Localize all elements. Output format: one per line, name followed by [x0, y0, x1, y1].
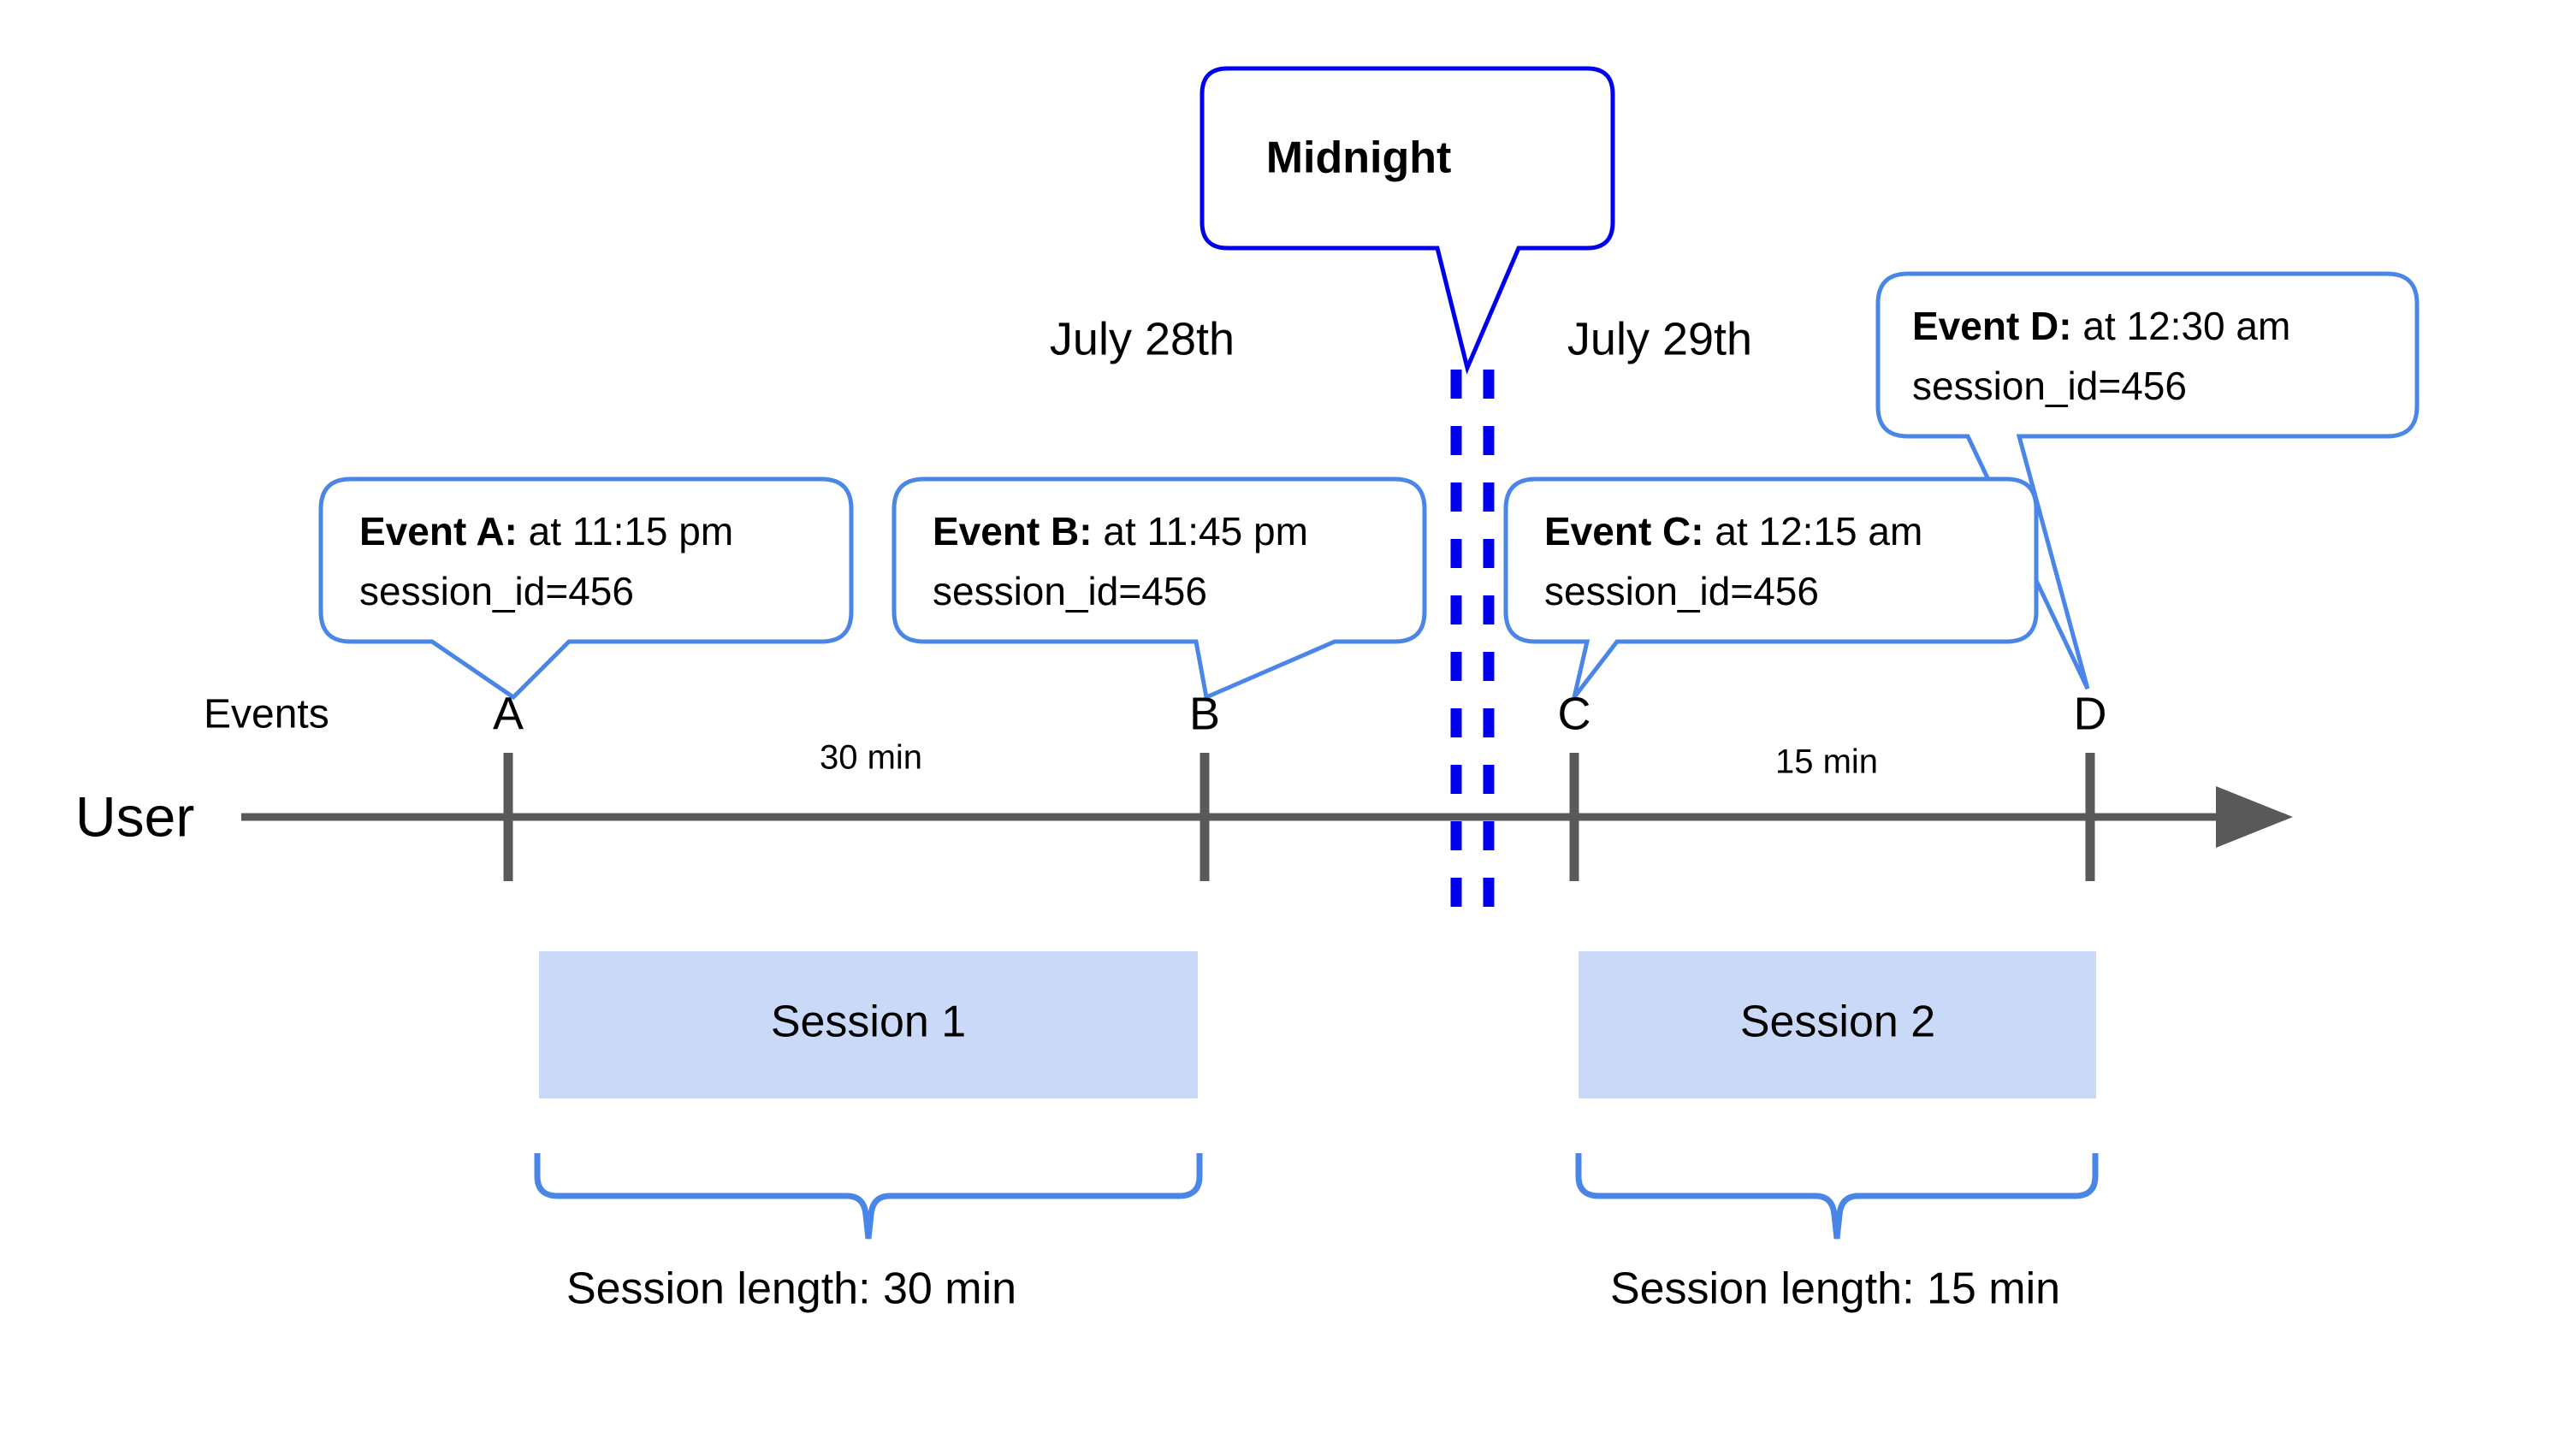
session-brace-1 — [534, 1153, 1203, 1240]
event-callout-b-shape — [891, 476, 1427, 701]
lane-label-events: Events — [204, 692, 329, 737]
event-marker-label-a: A — [493, 688, 524, 739]
event-callout-a-detail: at 11:15 pm — [518, 509, 733, 553]
event-callout-d-line2: session_id=456 — [1912, 364, 2187, 408]
session-box-2[interactable]: Session 2 — [1579, 951, 2096, 1098]
midnight-callout[interactable]: Midnight — [1199, 66, 1615, 375]
event-callout-d-line1: Event D: at 12:30 am — [1912, 304, 2290, 348]
midnight-divider — [1450, 370, 1495, 924]
session-box-1-label: Session 1 — [771, 997, 966, 1047]
midnight-callout-shape — [1199, 66, 1615, 375]
event-callout-d[interactable]: Event D: at 12:30 am session_id=456 — [1875, 271, 2420, 690]
date-label-july-29: July 29th — [1567, 313, 1752, 364]
event-callout-a-line2: session_id=456 — [359, 569, 634, 613]
event-callout-c-line2: session_id=456 — [1544, 569, 1819, 613]
midnight-callout-label: Midnight — [1266, 133, 1452, 183]
session-brace-1-path — [534, 1153, 1203, 1240]
event-callout-d-title: Event D: — [1912, 304, 2072, 348]
session-brace-2-path — [1575, 1153, 2099, 1240]
event-callout-b-title: Event B: — [933, 509, 1093, 553]
event-callout-a-title: Event A: — [359, 509, 518, 553]
session-length-label-1: Session length: 30 min — [566, 1264, 1016, 1314]
session-brace-2 — [1575, 1153, 2099, 1240]
event-callout-d-shape — [1875, 271, 2420, 690]
date-label-july-28: July 28th — [1050, 313, 1235, 364]
event-callout-b-line2: session_id=456 — [933, 569, 1207, 613]
duration-label-c-d: 15 min — [1775, 743, 1878, 781]
event-marker-label-b: B — [1189, 688, 1220, 739]
timeline-axis — [241, 753, 2293, 881]
event-marker-label-c: C — [1558, 688, 1591, 739]
lane-label-user: User — [75, 784, 194, 848]
event-callout-b-detail: at 11:45 pm — [1093, 509, 1308, 553]
session-length-label-2: Session length: 15 min — [1610, 1264, 2060, 1314]
event-callout-a-shape — [318, 476, 854, 701]
event-callout-c-title: Event C: — [1544, 509, 1704, 553]
event-callout-c-detail: at 12:15 am — [1704, 509, 1923, 553]
event-callout-a-line1: Event A: at 11:15 pm — [359, 509, 733, 553]
event-callout-d-detail: at 12:30 am — [2072, 304, 2291, 348]
event-callout-b[interactable]: Event B: at 11:45 pm session_id=456 — [891, 476, 1427, 701]
duration-label-a-b: 30 min — [820, 739, 922, 777]
session-box-2-rect — [1579, 951, 2096, 1098]
event-callout-a[interactable]: Event A: at 11:15 pm session_id=456 — [318, 476, 854, 701]
event-callout-c[interactable]: Event C: at 12:15 am session_id=456 — [1503, 476, 2039, 699]
event-callout-b-line1: Event B: at 11:45 pm — [933, 509, 1308, 553]
session-box-2-label: Session 2 — [1740, 997, 1935, 1047]
session-box-1-rect — [539, 951, 1198, 1098]
session-box-1[interactable]: Session 1 — [539, 951, 1198, 1098]
event-marker-label-d: D — [2074, 688, 2107, 739]
event-callout-c-line1: Event C: at 12:15 am — [1544, 509, 1922, 553]
event-callout-c-shape — [1503, 476, 2039, 699]
